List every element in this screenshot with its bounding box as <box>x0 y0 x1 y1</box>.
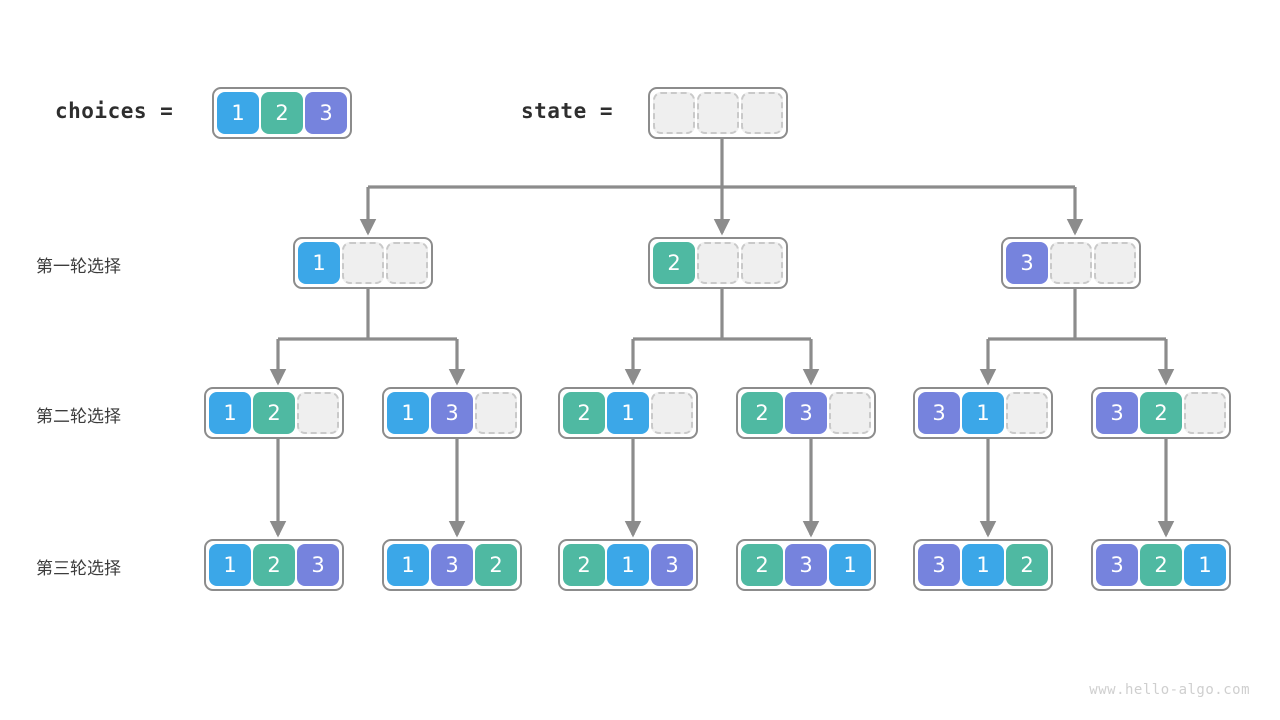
row-label-round-3: 第三轮选择 <box>36 559 121 579</box>
array-cell-filled: 2 <box>563 392 605 434</box>
array-cell-filled: 1 <box>209 392 251 434</box>
array-cell-filled: 3 <box>785 544 827 586</box>
array-cell-filled: 2 <box>261 92 303 134</box>
level1-node-3: 3 <box>1001 237 1141 289</box>
array-cell-filled: 1 <box>607 544 649 586</box>
array-cell-filled: 1 <box>217 92 259 134</box>
array-cell-filled: 3 <box>431 544 473 586</box>
site-watermark: www.hello-algo.com <box>1089 682 1250 698</box>
array-cell-filled: 2 <box>1006 544 1048 586</box>
array-cell-empty <box>741 92 783 134</box>
array-cell-empty <box>386 242 428 284</box>
array-cell-empty <box>741 242 783 284</box>
array-cell-filled: 1 <box>387 544 429 586</box>
array-cell-empty <box>697 242 739 284</box>
array-cell-empty <box>829 392 871 434</box>
array-cell-empty <box>653 92 695 134</box>
level1-node-1: 1 <box>293 237 433 289</box>
array-cell-empty <box>1184 392 1226 434</box>
array-cell-empty <box>1006 392 1048 434</box>
array-cell-filled: 1 <box>607 392 649 434</box>
array-cell-filled: 1 <box>209 544 251 586</box>
array-cell-filled: 1 <box>829 544 871 586</box>
array-cell-empty <box>651 392 693 434</box>
array-cell-filled: 3 <box>918 544 960 586</box>
array-cell-filled: 3 <box>1096 544 1138 586</box>
array-cell-filled: 2 <box>1140 392 1182 434</box>
array-cell-empty <box>697 92 739 134</box>
array-cell-filled: 3 <box>1006 242 1048 284</box>
row-label-round-2: 第二轮选择 <box>36 407 121 427</box>
array-cell-filled: 2 <box>1140 544 1182 586</box>
array-cell-filled: 2 <box>741 392 783 434</box>
array-cell-filled: 2 <box>563 544 605 586</box>
array-cell-filled: 2 <box>253 392 295 434</box>
array-cell-filled: 1 <box>298 242 340 284</box>
array-cell-filled: 3 <box>651 544 693 586</box>
array-cell-empty <box>342 242 384 284</box>
array-cell-filled: 3 <box>785 392 827 434</box>
array-cell-empty <box>1094 242 1136 284</box>
array-cell-filled: 1 <box>387 392 429 434</box>
array-cell-filled: 2 <box>475 544 517 586</box>
array-cell-filled: 2 <box>741 544 783 586</box>
array-cell-filled: 3 <box>1096 392 1138 434</box>
array-cell-filled: 1 <box>962 392 1004 434</box>
array-cell-empty <box>475 392 517 434</box>
array-cell-filled: 2 <box>653 242 695 284</box>
array-cell-filled: 3 <box>305 92 347 134</box>
array-cell-filled: 3 <box>918 392 960 434</box>
array-cell-filled: 3 <box>431 392 473 434</box>
array-cell-filled: 1 <box>962 544 1004 586</box>
array-cell-filled: 3 <box>297 544 339 586</box>
level1-node-2: 2 <box>648 237 788 289</box>
state-label: state = <box>521 99 614 123</box>
row-label-round-1: 第一轮选择 <box>36 257 121 277</box>
array-cell-empty <box>297 392 339 434</box>
array-cell-filled: 2 <box>253 544 295 586</box>
choices-label: choices = <box>55 99 174 123</box>
state-array-root <box>648 87 788 139</box>
array-cell-empty <box>1050 242 1092 284</box>
array-cell-filled: 1 <box>1184 544 1226 586</box>
